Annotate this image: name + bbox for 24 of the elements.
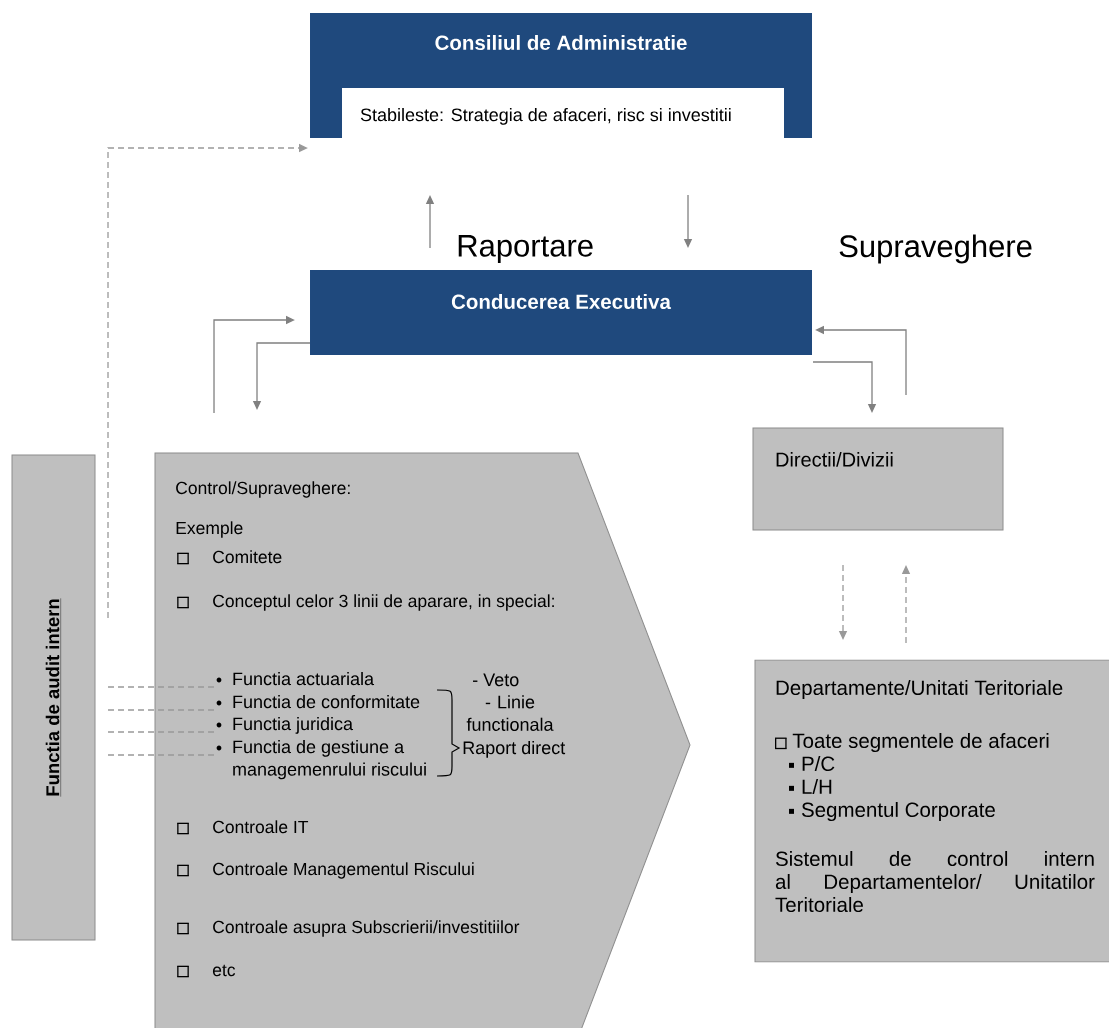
arrow	[812, 361, 877, 413]
arrow	[213, 315, 295, 414]
list-item: Functia de gestiune a managemenrului riscului	[216, 740, 426, 780]
strategy-panel: Stabileste: Strategia de afaceri, risc si investitii	[342, 88, 784, 138]
leader-line	[107, 709, 216, 711]
executive-box: Conducerea Executiva	[310, 270, 812, 355]
audit-box: Functia de audit intern	[11, 454, 96, 941]
note-label: Raport direct	[463, 740, 566, 758]
list-item: Functia actuariala	[216, 672, 375, 686]
leader-line	[107, 754, 216, 756]
list-item: Functia juridica	[216, 717, 353, 734]
note-label: - Veto	[473, 673, 519, 687]
node-label: Functia juridica	[233, 716, 354, 734]
heading-label: Supraveghere	[839, 234, 1032, 264]
leader-line	[107, 686, 216, 688]
heading-label: Raportare	[458, 235, 593, 263]
node-label: Stabileste: Strategia de afaceri, risc si investitii	[360, 107, 731, 125]
arrow	[107, 143, 308, 619]
node-label: Functia actuariala	[233, 671, 375, 686]
division-box: Directii/Divizii	[752, 427, 1004, 531]
note-label: - Linie functionala	[466, 695, 554, 731]
leader-line	[107, 731, 216, 733]
department-box: Departamente/Unitati Teritoriale Toate segmentele de afaceri P/C L/H Segmentul Corporate Sistemul de control intern al Departamentelor/ Unitatilor Teritoriale	[754, 659, 1109, 963]
list-item: Functia de conformitate	[216, 695, 420, 709]
